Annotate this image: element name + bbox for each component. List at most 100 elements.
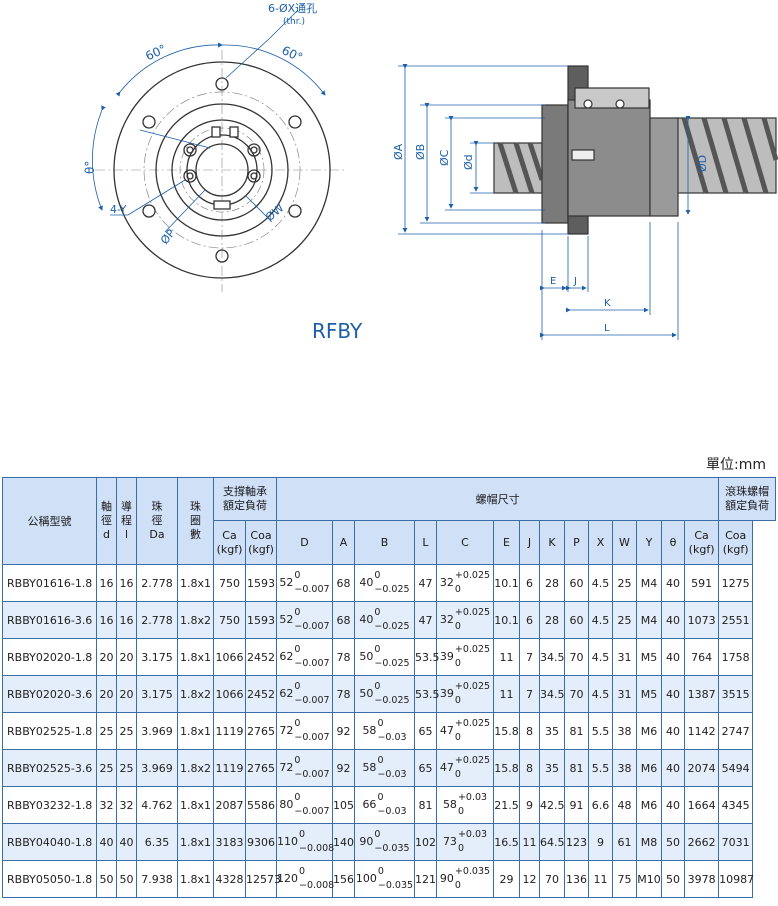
cell-ca2: 2662 <box>683 823 720 861</box>
dim-e-label: E <box>550 276 556 287</box>
cell-W: 25 <box>612 564 637 602</box>
cell-model: RBBY02020-3.6 <box>2 675 97 713</box>
cell-da: 6.35 <box>136 823 178 861</box>
tolerance-lower: 0 <box>454 658 461 669</box>
cell-da: 3.969 <box>136 749 178 787</box>
cell-coa2: 5494 <box>718 749 754 787</box>
cell-value: 40 <box>359 613 374 626</box>
cell-n: 1.8x1 <box>177 564 214 602</box>
cell-P: 60 <box>564 601 589 639</box>
tolerance-upper: +0.025 <box>454 570 491 581</box>
cell-model: RBBY03232-1.8 <box>2 786 97 824</box>
tolerance-lower: 0 <box>457 843 464 854</box>
cell-J: 8 <box>519 712 540 750</box>
tolerance-upper: 0 <box>377 718 384 729</box>
cell-l: 16 <box>116 564 137 602</box>
tolerance-lower: −0.008 <box>299 880 335 891</box>
tolerance-upper: +0.035 <box>454 866 491 877</box>
cell-J: 9 <box>519 786 540 824</box>
tolerance-upper: 0 <box>294 792 301 803</box>
cell-value: 52 <box>279 613 294 626</box>
tolerance: 0−0.03 <box>377 754 406 782</box>
cell-W: 31 <box>612 638 637 676</box>
cell-n: 1.8x1 <box>177 638 214 676</box>
tolerance: 0−0.007 <box>294 606 329 634</box>
y-label: 4-Y <box>110 203 127 216</box>
cell-L: 121 <box>414 860 437 898</box>
cell-K: 28 <box>539 564 565 602</box>
cell-K: 64.5 <box>539 823 565 861</box>
tolerance: 0−0.03 <box>377 717 406 745</box>
header-circuits: 珠圈數 <box>177 477 214 565</box>
cell-value: 50 <box>359 650 374 663</box>
cell-coa1: 9306 <box>245 823 277 861</box>
cell-coa1: 12573 <box>245 860 281 898</box>
cell-d: 50 <box>96 860 117 898</box>
cell-l: 20 <box>116 675 137 713</box>
cell-coa1: 2765 <box>245 749 277 787</box>
cell-ca1: 1066 <box>213 675 246 713</box>
cell-ca1: 3183 <box>213 823 246 861</box>
cell-model: RBBY02525-3.6 <box>2 749 97 787</box>
cell-A: 78 <box>332 675 355 713</box>
cell-th: 40 <box>661 675 685 713</box>
side-view-dimensions <box>398 64 691 340</box>
subheader-X: X <box>588 520 613 565</box>
tolerance-upper: 0 <box>374 607 381 618</box>
cell-d: 20 <box>96 638 117 676</box>
dim-k-label: K <box>604 298 611 309</box>
cell-X: 4.5 <box>588 564 613 602</box>
tolerance-upper: 0 <box>294 755 301 766</box>
cell-value: 80 <box>279 798 294 811</box>
dim-a-label: ØA <box>392 143 405 160</box>
cell-L: 102 <box>414 823 437 861</box>
tolerance-upper: 0 <box>294 718 301 729</box>
header-bearing-load: 支撐軸承額定負荷 <box>213 477 277 521</box>
tolerance-lower: −0.007 <box>294 658 330 669</box>
cell-J: 7 <box>519 638 540 676</box>
cell-d: 20 <box>96 675 117 713</box>
cell-Y: M5 <box>636 638 662 676</box>
front-view-dimensions <box>92 9 326 233</box>
tolerance-lower: −0.007 <box>294 732 330 743</box>
cell-ca2: 1142 <box>683 712 720 750</box>
cell-K: 34.5 <box>539 638 565 676</box>
cell-K: 35 <box>539 712 565 750</box>
tolerance-lower: −0.007 <box>294 695 330 706</box>
cell-value: 73 <box>442 835 457 848</box>
cell-th: 40 <box>661 564 685 602</box>
header-ballnut-load: 滾珠螺帽額定負荷 <box>718 477 776 521</box>
cell-L: 53.5 <box>414 675 440 713</box>
cell-value: 58 <box>442 798 457 811</box>
dim-j-label: J <box>573 276 577 287</box>
cell-Y: M6 <box>636 749 662 787</box>
cell-ca1: 750 <box>213 564 246 602</box>
cell-Y: M4 <box>636 601 662 639</box>
cell-A: 92 <box>332 749 355 787</box>
technical-drawing: 6-ØX通孔 (thr.) 60° 60° θ° 4-Y ØP ØW <box>83 2 778 343</box>
cell-n: 1.8x2 <box>177 749 214 787</box>
cell-L: 53.5 <box>414 638 440 676</box>
cell-Y: M6 <box>636 712 662 750</box>
cell-th: 40 <box>661 601 685 639</box>
cell-th: 40 <box>661 786 685 824</box>
cell-da: 2.778 <box>136 601 178 639</box>
cell-da: 3.969 <box>136 712 178 750</box>
cell-value: 39 <box>439 687 454 700</box>
tolerance-lower: 0 <box>454 880 461 891</box>
cell-value: 72 <box>279 761 294 774</box>
cell-model: RBBY05050-1.8 <box>2 860 97 898</box>
subheader-theta: θ <box>661 520 685 565</box>
